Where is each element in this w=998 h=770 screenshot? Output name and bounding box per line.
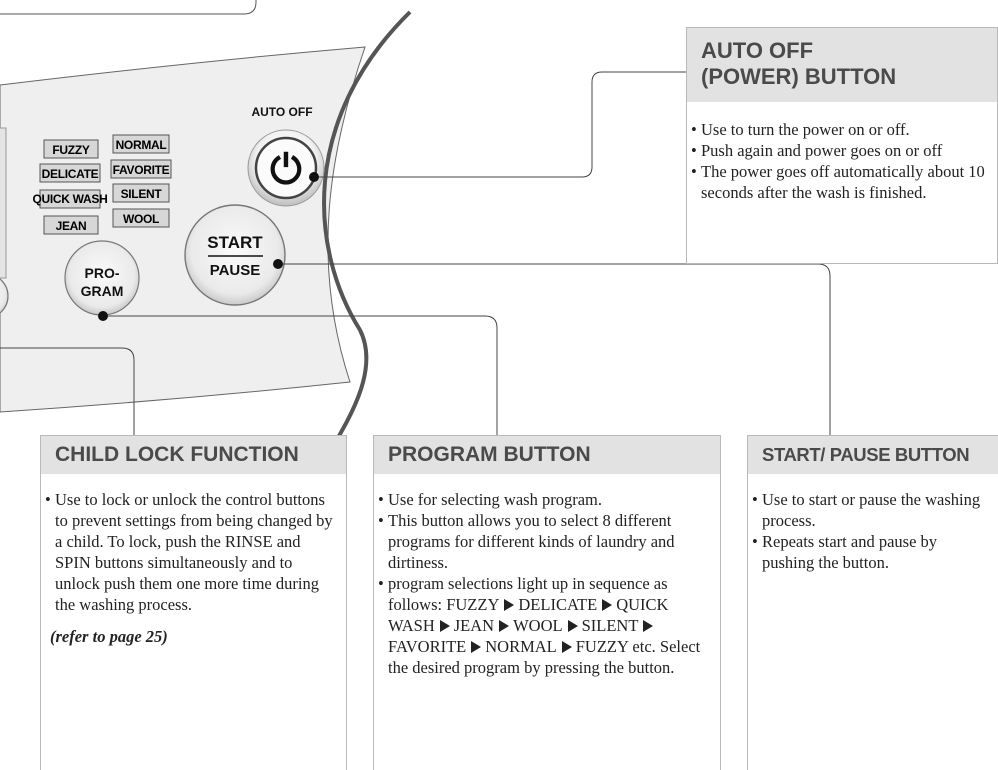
auto-off-title-line2: (POWER) BUTTON: [701, 64, 897, 89]
sequence-step: FUZZY etc.: [575, 637, 656, 656]
program-label-fuzzy: FUZZY: [52, 143, 89, 157]
program-button[interactable]: PRO- GRAM: [64, 240, 140, 316]
auto-off-title-line1: AUTO OFF: [701, 38, 814, 63]
auto-off-item: The power goes off automatically about 1…: [689, 161, 991, 203]
arrow-right-icon: [561, 641, 572, 653]
sequence-step: FAVORITE: [388, 637, 467, 656]
start-pause-item: Repeats start and pause by pushing the b…: [750, 531, 990, 573]
arrow-right-icon: [471, 641, 482, 653]
power-icon: ⏻: [270, 148, 302, 192]
child-lock-page-ref: (refer to page 25): [50, 627, 168, 646]
arrow-right-icon: [602, 599, 613, 611]
program-title: PROGRAM BUTTON: [374, 436, 720, 474]
arrow-right-icon: [504, 599, 515, 611]
start-pause-list: Use to start or pause the washing proces…: [748, 474, 998, 573]
arrow-right-icon: [499, 620, 510, 632]
program-sequence-item: program selections light up in sequence …: [376, 573, 712, 678]
sequence-intro: program selections light up in sequence …: [388, 574, 668, 614]
panel-divider: [316, 10, 412, 472]
sequence-step: QUICK WASH: [388, 595, 669, 635]
sequence-step: JEAN: [453, 616, 495, 635]
program-btn-line1: PRO-: [85, 265, 120, 281]
callout-lines: [0, 71, 831, 435]
program-label-silent: SILENT: [121, 187, 163, 201]
program-label-wool: WOOL: [123, 212, 159, 226]
auto-off-item: Use to turn the power on or off.: [689, 119, 991, 140]
program-label-quick-wash: QUICK WASH: [32, 192, 107, 206]
sequence-outro: Select the desired program by pressing t…: [388, 637, 701, 677]
top-callout-line: [0, 0, 257, 15]
arrow-right-icon: [643, 620, 654, 632]
display-fragment: [0, 127, 7, 279]
program-label-favorite: FAVORITE: [113, 163, 170, 177]
power-button[interactable]: ⏻: [247, 129, 325, 207]
arrow-right-icon: [439, 620, 450, 632]
program-label-jean: JEAN: [56, 219, 87, 233]
start-pause-button[interactable]: START PAUSE: [184, 204, 286, 306]
child-lock-title: CHILD LOCK FUNCTION: [41, 436, 346, 474]
program-item: This button allows you to select 8 diffe…: [376, 510, 712, 573]
program-labels: FUZZY NORMAL DELICATE FAVORITE QUICK WAS…: [32, 134, 172, 235]
sequence-step: WOOL: [513, 616, 563, 635]
sequence-step: DELICATE: [518, 595, 598, 614]
program-item: Use for selecting wash program.: [376, 489, 712, 510]
auto-off-box: AUTO OFF (POWER) BUTTON Use to turn the …: [686, 27, 998, 264]
program-box: PROGRAM BUTTON Use for selecting wash pr…: [373, 435, 721, 770]
program-label-normal: NORMAL: [116, 138, 167, 152]
program-btn-line2: GRAM: [81, 283, 124, 299]
child-lock-item: Use to lock or unlock the control button…: [43, 489, 336, 615]
start-pause-title: START/ PAUSE BUTTON: [748, 436, 998, 474]
start-pause-item: Use to start or pause the washing proces…: [750, 489, 990, 531]
start-label: START: [207, 233, 263, 252]
auto-off-label: AUTO OFF: [251, 105, 312, 119]
sequence-step: FUZZY: [446, 595, 500, 614]
start-pause-box: START/ PAUSE BUTTON Use to start or paus…: [747, 435, 998, 770]
child-lock-box: CHILD LOCK FUNCTION Use to lock or unloc…: [40, 435, 347, 770]
auto-off-item: Push again and power goes on or off: [689, 140, 991, 161]
sequence-step: SILENT: [581, 616, 639, 635]
auto-off-title: AUTO OFF (POWER) BUTTON: [687, 28, 997, 102]
program-label-delicate: DELICATE: [42, 167, 99, 181]
program-list: Use for selecting wash program. This but…: [374, 474, 720, 678]
auto-off-list: Use to turn the power on or off. Push ag…: [687, 102, 997, 203]
arrow-right-icon: [567, 620, 578, 632]
pause-label: PAUSE: [210, 262, 261, 279]
child-lock-list: Use to lock or unlock the control button…: [41, 474, 346, 615]
dial-fragment: [0, 278, 9, 314]
sequence-step: NORMAL: [485, 637, 557, 656]
callout-dots: [98, 172, 319, 321]
